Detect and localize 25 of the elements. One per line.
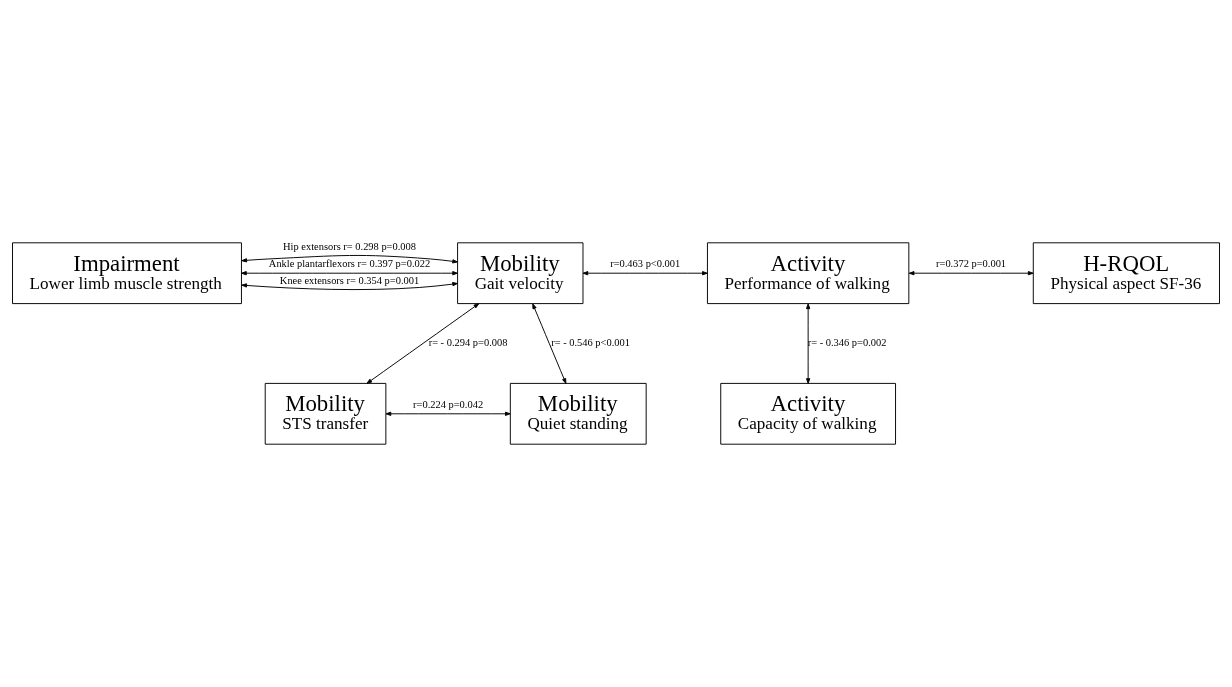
edge-label: r= - 0.546 p<0.001: [551, 337, 630, 349]
node-box: Impairment Lower limb muscle strength: [12, 242, 242, 305]
arrow: [806, 303, 811, 384]
node-box: Activity Capacity of walking: [720, 382, 896, 445]
arrow: [385, 411, 511, 416]
arrow: [582, 271, 708, 276]
edge-label: Knee extensors r= 0.354 p=0.001: [279, 275, 420, 287]
node-box: Mobility Gait velocity: [457, 242, 584, 305]
edge-label: r= - 0.294 p=0.008: [428, 337, 508, 349]
edge-label: Hip extensors r= 0.298 p=0.008: [283, 241, 416, 253]
arrow: [241, 255, 458, 264]
edge-label: r=0.372 p=0.001: [936, 258, 1007, 270]
arrow: [908, 271, 1034, 276]
node-box: H-RQOL Physical aspect SF-36: [1032, 242, 1220, 305]
edge-label: r=0.224 p=0.042: [413, 398, 484, 410]
edge-label: Ankle plantarflexors r= 0.397 p=0.022: [268, 258, 431, 270]
node-box: Mobility Quiet standing: [509, 382, 647, 445]
edge-label: r=0.463 p<0.001: [610, 258, 681, 270]
arrow: [241, 282, 458, 291]
arrow: [366, 303, 480, 384]
arrow: [241, 271, 458, 276]
arrow: [532, 303, 567, 384]
node-box: Mobility STS transfer: [264, 382, 387, 445]
node-box: Activity Performance of walking: [706, 242, 910, 305]
edge-label: r= - 0.346 p=0.002: [807, 337, 887, 349]
